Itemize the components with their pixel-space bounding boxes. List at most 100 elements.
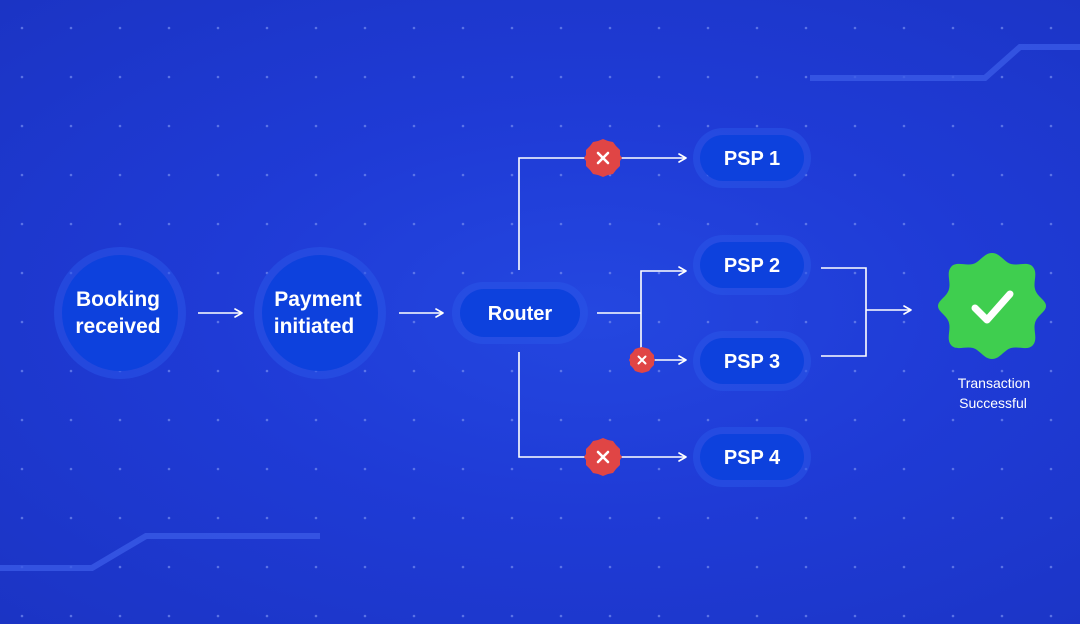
grid-dot bbox=[951, 369, 955, 373]
grid-dot bbox=[1000, 222, 1004, 226]
grid-dot bbox=[69, 614, 73, 618]
grid-dot bbox=[902, 26, 906, 30]
grid-dot bbox=[902, 516, 906, 520]
grid-dot bbox=[559, 173, 563, 177]
grid-dot bbox=[363, 369, 367, 373]
grid-dot bbox=[461, 418, 465, 422]
grid-dot bbox=[951, 614, 955, 618]
grid-dot bbox=[510, 271, 514, 275]
grid-dot bbox=[20, 418, 24, 422]
grid-dot bbox=[412, 614, 416, 618]
grid-dot bbox=[706, 565, 710, 569]
psp-4-node: PSP 4 bbox=[693, 427, 811, 487]
grid-dot bbox=[461, 369, 465, 373]
grid-dot bbox=[314, 614, 318, 618]
grid-dot bbox=[657, 418, 661, 422]
grid-dot bbox=[216, 26, 220, 30]
grid-dot bbox=[363, 75, 367, 79]
grid-dot bbox=[1000, 75, 1004, 79]
grid-dot bbox=[461, 26, 465, 30]
grid-dot bbox=[853, 565, 857, 569]
grid-dot bbox=[951, 26, 955, 30]
grid-dot bbox=[167, 222, 171, 226]
payment-label-line1: Payment bbox=[274, 288, 362, 311]
grid-dot bbox=[902, 614, 906, 618]
grid-dot bbox=[1049, 26, 1053, 30]
x-badge-icon bbox=[584, 139, 622, 177]
grid-dot bbox=[412, 26, 416, 30]
grid-dot bbox=[363, 565, 367, 569]
grid-dot bbox=[804, 565, 808, 569]
grid-dot bbox=[363, 26, 367, 30]
grid-dot bbox=[706, 516, 710, 520]
psp-2-node: PSP 2 bbox=[693, 235, 811, 295]
grid-dot bbox=[216, 320, 220, 324]
grid-dot bbox=[510, 26, 514, 30]
grid-dot bbox=[167, 565, 171, 569]
grid-dot bbox=[755, 26, 759, 30]
grid-dot bbox=[1049, 516, 1053, 520]
grid-dot bbox=[314, 75, 318, 79]
grid-dot bbox=[657, 614, 661, 618]
grid-dot bbox=[167, 418, 171, 422]
grid-dot bbox=[1049, 369, 1053, 373]
grid-dot bbox=[412, 75, 416, 79]
grid-dot bbox=[608, 614, 612, 618]
grid-dot bbox=[1000, 418, 1004, 422]
grid-dot bbox=[20, 271, 24, 275]
payment-label-line2: initiated bbox=[274, 315, 355, 338]
grid-dot bbox=[608, 320, 612, 324]
grid-dot bbox=[559, 418, 563, 422]
grid-dot bbox=[461, 565, 465, 569]
decorative-line-top-right bbox=[810, 44, 1080, 81]
grid-dot bbox=[20, 320, 24, 324]
grid-dot bbox=[167, 26, 171, 30]
grid-dot bbox=[1000, 173, 1004, 177]
grid-dot bbox=[461, 516, 465, 520]
grid-dot bbox=[902, 222, 906, 226]
grid-dot bbox=[412, 418, 416, 422]
grid-dot bbox=[412, 320, 416, 324]
grid-dot bbox=[755, 614, 759, 618]
grid-dot bbox=[461, 614, 465, 618]
grid-dot bbox=[20, 369, 24, 373]
grid-dot bbox=[314, 124, 318, 128]
grid-dot bbox=[118, 222, 122, 226]
grid-dot bbox=[559, 271, 563, 275]
grid-dot bbox=[20, 516, 24, 520]
decorative-line-bottom-left bbox=[0, 533, 320, 571]
grid-dot bbox=[951, 565, 955, 569]
grid-dot bbox=[69, 369, 73, 373]
grid-dot bbox=[363, 418, 367, 422]
grid-dot bbox=[902, 173, 906, 177]
grid-dot bbox=[902, 418, 906, 422]
grid-dot bbox=[804, 418, 808, 422]
grid-dot bbox=[265, 467, 269, 471]
checkmark-badge-icon bbox=[938, 253, 1046, 359]
grid-dot bbox=[118, 75, 122, 79]
grid-dot bbox=[902, 124, 906, 128]
grid-dot bbox=[69, 124, 73, 128]
grid-dot bbox=[412, 222, 416, 226]
grid-dot bbox=[902, 565, 906, 569]
grid-dot bbox=[853, 271, 857, 275]
grid-dot bbox=[461, 124, 465, 128]
payment-initiated-node: Payment initiated bbox=[254, 247, 386, 379]
grid-dot bbox=[755, 320, 759, 324]
grid-dot bbox=[216, 369, 220, 373]
x-badge-icon bbox=[584, 438, 622, 476]
grid-dot bbox=[363, 467, 367, 471]
grid-dot bbox=[461, 467, 465, 471]
grid-dot bbox=[1000, 516, 1004, 520]
grid-dot bbox=[69, 26, 73, 30]
grid-dot bbox=[608, 26, 612, 30]
grid-dot bbox=[608, 516, 612, 520]
psp-1-node: PSP 1 bbox=[693, 128, 811, 188]
grid-dot bbox=[853, 222, 857, 226]
grid-dot bbox=[608, 222, 612, 226]
grid-dot bbox=[265, 75, 269, 79]
grid-dot bbox=[265, 369, 269, 373]
grid-dot bbox=[118, 173, 122, 177]
grid-dot bbox=[804, 124, 808, 128]
grid-dot bbox=[216, 516, 220, 520]
